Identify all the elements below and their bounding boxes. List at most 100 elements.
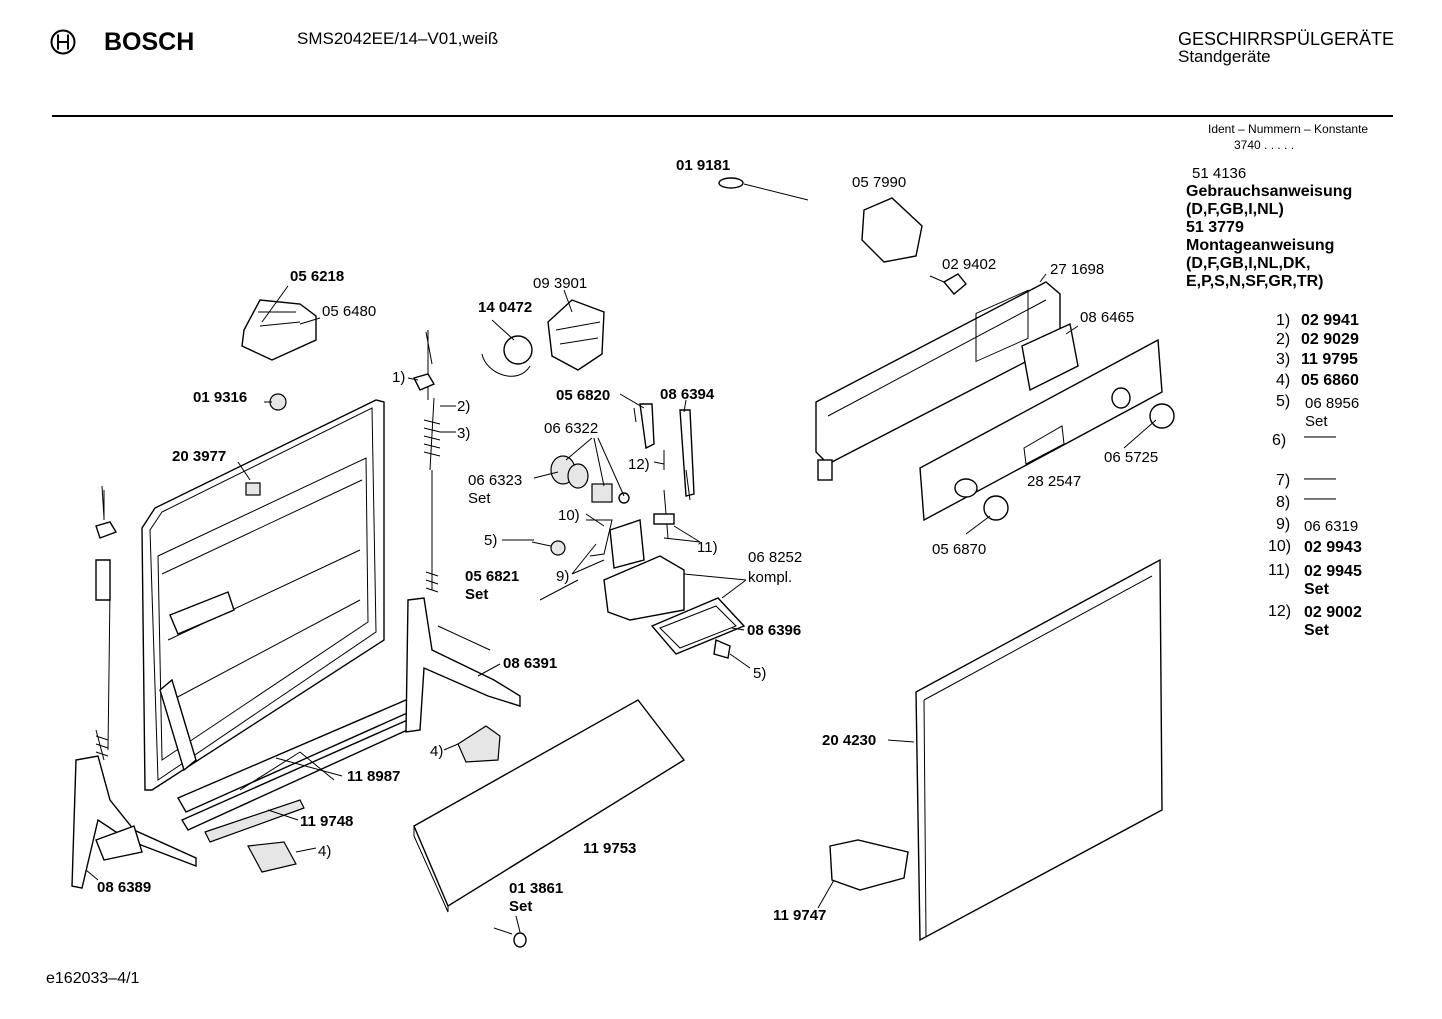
small-clip [942, 273, 967, 295]
display-board [1021, 322, 1079, 392]
doc-langs-2b: E,P,S,N,SF,GR,TR) [1186, 273, 1324, 290]
part-label: 08 6465 [1080, 309, 1135, 326]
part-label: 06 6323 [468, 472, 523, 489]
part-label: 01 9181 [676, 157, 731, 174]
part-label: 02 9402 [942, 256, 997, 273]
callout-marker: 5) [753, 665, 767, 682]
part-label: 05 6218 [290, 268, 345, 285]
callout-marker: 11) [697, 539, 718, 556]
part-label: 01 3861 [509, 880, 564, 897]
legend-note: Set [1305, 413, 1328, 430]
switch-brackets [633, 403, 695, 539]
outer-door-panel [915, 558, 1163, 942]
doc-number-2: 51 3779 [1186, 219, 1244, 236]
legend-index: 6) [1272, 432, 1287, 449]
drawing-id: e162033–4/1 [46, 970, 140, 987]
relay-part [861, 197, 923, 263]
appliance-category: GESCHIRRSPÜLGERÄTE [1178, 29, 1395, 49]
part-label: 28 2547 [1027, 473, 1082, 490]
bosch-logo-icon [50, 29, 76, 55]
doc-title-2: Montageanweisung [1186, 237, 1335, 254]
part-label: 08 6391 [503, 655, 558, 672]
left-hinge [71, 559, 197, 889]
front-panel [919, 338, 1163, 522]
legend-index: 1) [1276, 312, 1291, 329]
callout-marker: 4) [430, 743, 444, 760]
brand-name: BOSCH [104, 28, 195, 56]
doc-langs-2a: (D,F,GB,I,NL,DK, [1186, 255, 1311, 272]
callout-marker: 3) [457, 425, 471, 442]
part-label: 11 8987 [347, 768, 401, 785]
callout-marker: 9) [556, 568, 570, 585]
part-label: 05 6870 [932, 541, 987, 558]
screw-set [493, 927, 527, 948]
part-label: 27 1698 [1050, 261, 1105, 278]
callout-marker: 12) [628, 456, 650, 473]
part-label: 05 6480 [322, 303, 377, 320]
part-label: 14 0472 [478, 299, 533, 316]
legend-index: 3) [1276, 351, 1291, 368]
part-label: 06 8252 [748, 549, 803, 566]
kick-plate [413, 699, 686, 913]
legend-index: 5) [1276, 393, 1291, 410]
callout-marker: 10) [558, 507, 580, 524]
doc-title-1: Gebrauchsanweisung [1186, 183, 1353, 200]
legend-part: 06 8956 [1305, 395, 1360, 412]
callout-marker: 4) [318, 843, 332, 860]
legend-part: —— [1304, 428, 1336, 445]
control-knobs [983, 403, 1175, 521]
legend-index: 11) [1268, 562, 1290, 579]
part-label: 09 3901 [533, 275, 588, 292]
legend-part: —— [1304, 470, 1336, 487]
doc-number-1: 51 4136 [1192, 165, 1247, 182]
part-label: 08 6394 [660, 386, 715, 403]
legend-part: 02 9029 [1301, 331, 1359, 348]
base-rails [177, 699, 417, 843]
legend-part: 02 9945 [1304, 563, 1362, 580]
clip-part [269, 393, 287, 411]
part-label: 05 7990 [852, 174, 907, 191]
callout-marker: 5) [484, 532, 498, 549]
timer-unit [481, 299, 605, 377]
control-panel [815, 281, 1061, 481]
part-label: 05 6820 [556, 387, 611, 404]
part-label: 11 9753 [583, 840, 637, 857]
part-label: 08 6396 [747, 622, 802, 639]
legend-note: Set [1304, 622, 1329, 639]
foot-block [247, 725, 501, 873]
legend-index: 7) [1276, 472, 1291, 489]
springs [95, 330, 441, 761]
legend-index: 2) [1276, 331, 1291, 348]
top-bracket [241, 299, 317, 361]
bottom-hinge [829, 839, 909, 891]
leader-lines [85, 273, 1157, 933]
legend-part: 06 6319 [1304, 518, 1359, 535]
part-label: 08 6389 [97, 879, 152, 896]
part-label-set: Set [465, 586, 489, 603]
part-label-note: kompl. [748, 569, 793, 586]
part-label: 20 3977 [172, 448, 227, 465]
door-liner-frame [141, 399, 385, 791]
part-label: 11 9747 [773, 907, 827, 924]
legend-part: 11 9795 [1301, 351, 1358, 368]
part-label: 05 6821 [465, 568, 520, 585]
ident-title: Ident – Nummern – Konstante [1208, 122, 1369, 136]
screws [95, 331, 436, 539]
part-label: 06 6322 [544, 420, 599, 437]
part-label: 11 9748 [300, 813, 354, 830]
legend-part: 02 9941 [1301, 312, 1359, 329]
callout-marker: 2) [457, 398, 471, 415]
legend-index: 10) [1268, 538, 1292, 555]
part-label: 06 5725 [1104, 449, 1159, 466]
lamp-cable [718, 177, 809, 201]
legend-index: 4) [1276, 372, 1291, 389]
legend-index: 12) [1268, 603, 1292, 620]
legend-part: —— [1304, 490, 1336, 507]
legend-note: Set [1304, 581, 1329, 598]
doc-langs-1: (D,F,GB,I,NL) [1186, 201, 1284, 218]
part-label-set: Set [468, 490, 491, 507]
legend-part: 02 9002 [1304, 604, 1362, 621]
legend-part: 05 6860 [1301, 372, 1359, 389]
part-label: 20 4230 [822, 732, 877, 749]
